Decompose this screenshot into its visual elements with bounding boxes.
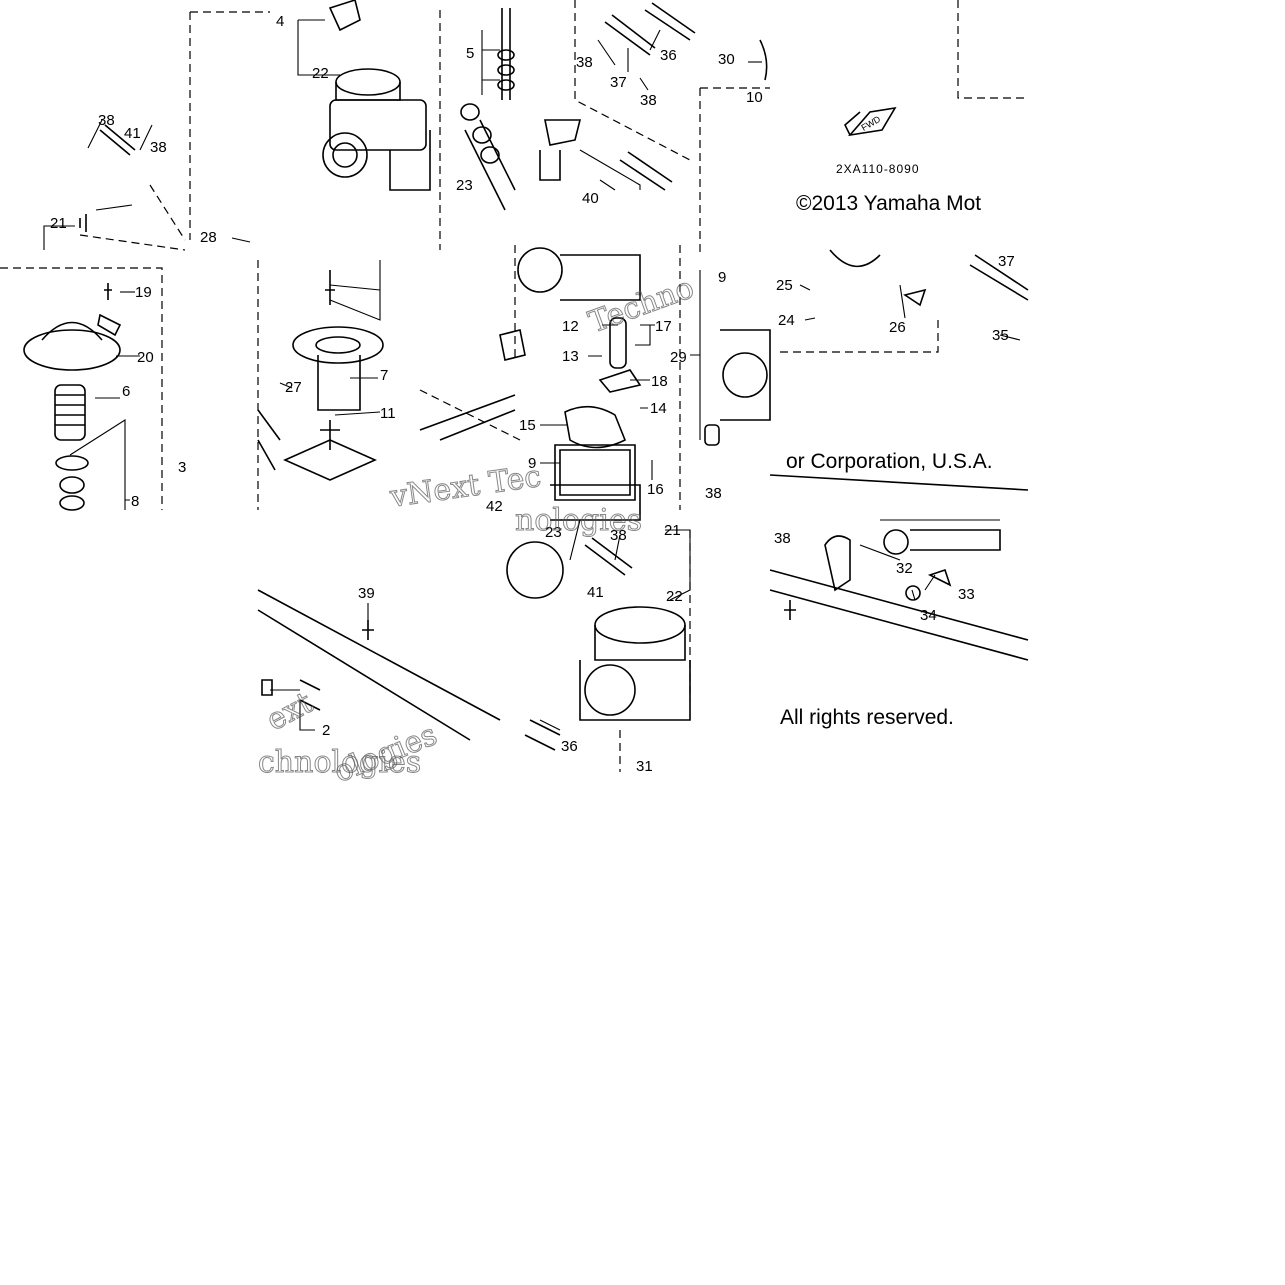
watermark-text: nologies (515, 503, 642, 538)
callout-38: 38 (705, 485, 722, 502)
callout-4: 4 (276, 13, 284, 30)
copyright-line-1: ©2013 Yamaha Mot (796, 192, 982, 215)
callout-28: 28 (200, 229, 217, 246)
callout-36: 36 (660, 47, 677, 64)
callout-33: 33 (958, 586, 975, 603)
callout-2: 2 (322, 722, 330, 739)
callout-7: 7 (380, 367, 388, 384)
callout-6: 6 (122, 383, 130, 400)
watermark-text: Techno (584, 270, 698, 340)
callout-38: 38 (98, 112, 115, 129)
callout-9: 9 (718, 269, 726, 286)
callout-5: 5 (466, 45, 474, 62)
callout-26: 26 (889, 319, 906, 336)
callout-24: 24 (778, 312, 795, 329)
callout-41: 41 (587, 584, 604, 601)
callout-39: 39 (358, 585, 375, 602)
callout-31: 31 (636, 758, 653, 775)
callout-23: 23 (456, 177, 473, 194)
callout-30: 30 (718, 51, 735, 68)
callout-36: 36 (561, 738, 578, 755)
callout-40: 40 (582, 190, 599, 207)
callout-38: 38 (640, 92, 657, 109)
callout-8: 8 (131, 493, 139, 510)
callout-34: 34 (920, 607, 937, 624)
callout-22: 22 (666, 588, 683, 605)
callout-22: 22 (312, 65, 329, 82)
part-drawings (23, 0, 1029, 751)
drawing-code: 2XA110-8090 (836, 162, 920, 176)
callout-37: 37 (998, 253, 1015, 270)
callout-18: 18 (651, 373, 668, 390)
callout-41: 41 (124, 125, 141, 142)
callout-20: 20 (137, 349, 154, 366)
callout-21: 21 (50, 215, 67, 232)
callout-29: 29 (670, 349, 687, 366)
copyright-line-2: or Corporation, U.S.A. (786, 450, 993, 473)
callout-15: 15 (519, 417, 536, 434)
part-number-callouts: 4 22 5 38 41 38 21 19 20 6 8 3 28 23 27 … (50, 13, 1015, 775)
watermarks: Techno vNext Tec nologies ext ologies ch… (258, 270, 700, 791)
callout-38: 38 (150, 139, 167, 156)
callout-35: 35 (992, 327, 1009, 344)
callout-23: 23 (545, 524, 562, 541)
callout-21: 21 (664, 522, 681, 539)
callout-38: 38 (576, 54, 593, 71)
copyright-line-3: All rights reserved. (780, 706, 954, 729)
callout-25: 25 (776, 277, 793, 294)
callout-42: 42 (486, 498, 503, 515)
callout-19: 19 (135, 284, 152, 301)
callout-32: 32 (896, 560, 913, 577)
callout-10: 10 (746, 89, 763, 106)
callout-3: 3 (178, 459, 186, 476)
callout-27: 27 (285, 379, 302, 396)
callout-17: 17 (655, 318, 672, 335)
callout-38: 38 (610, 527, 627, 544)
watermark-text: chnologies (258, 745, 421, 780)
callout-38: 38 (774, 530, 791, 547)
callout-14: 14 (650, 400, 667, 417)
callout-13: 13 (562, 348, 579, 365)
callout-11: 11 (380, 405, 396, 422)
callout-9: 9 (528, 455, 536, 472)
dashed-guides (0, 0, 1028, 772)
callout-37: 37 (610, 74, 627, 91)
callout-12: 12 (562, 318, 579, 335)
callout-16: 16 (647, 481, 664, 498)
